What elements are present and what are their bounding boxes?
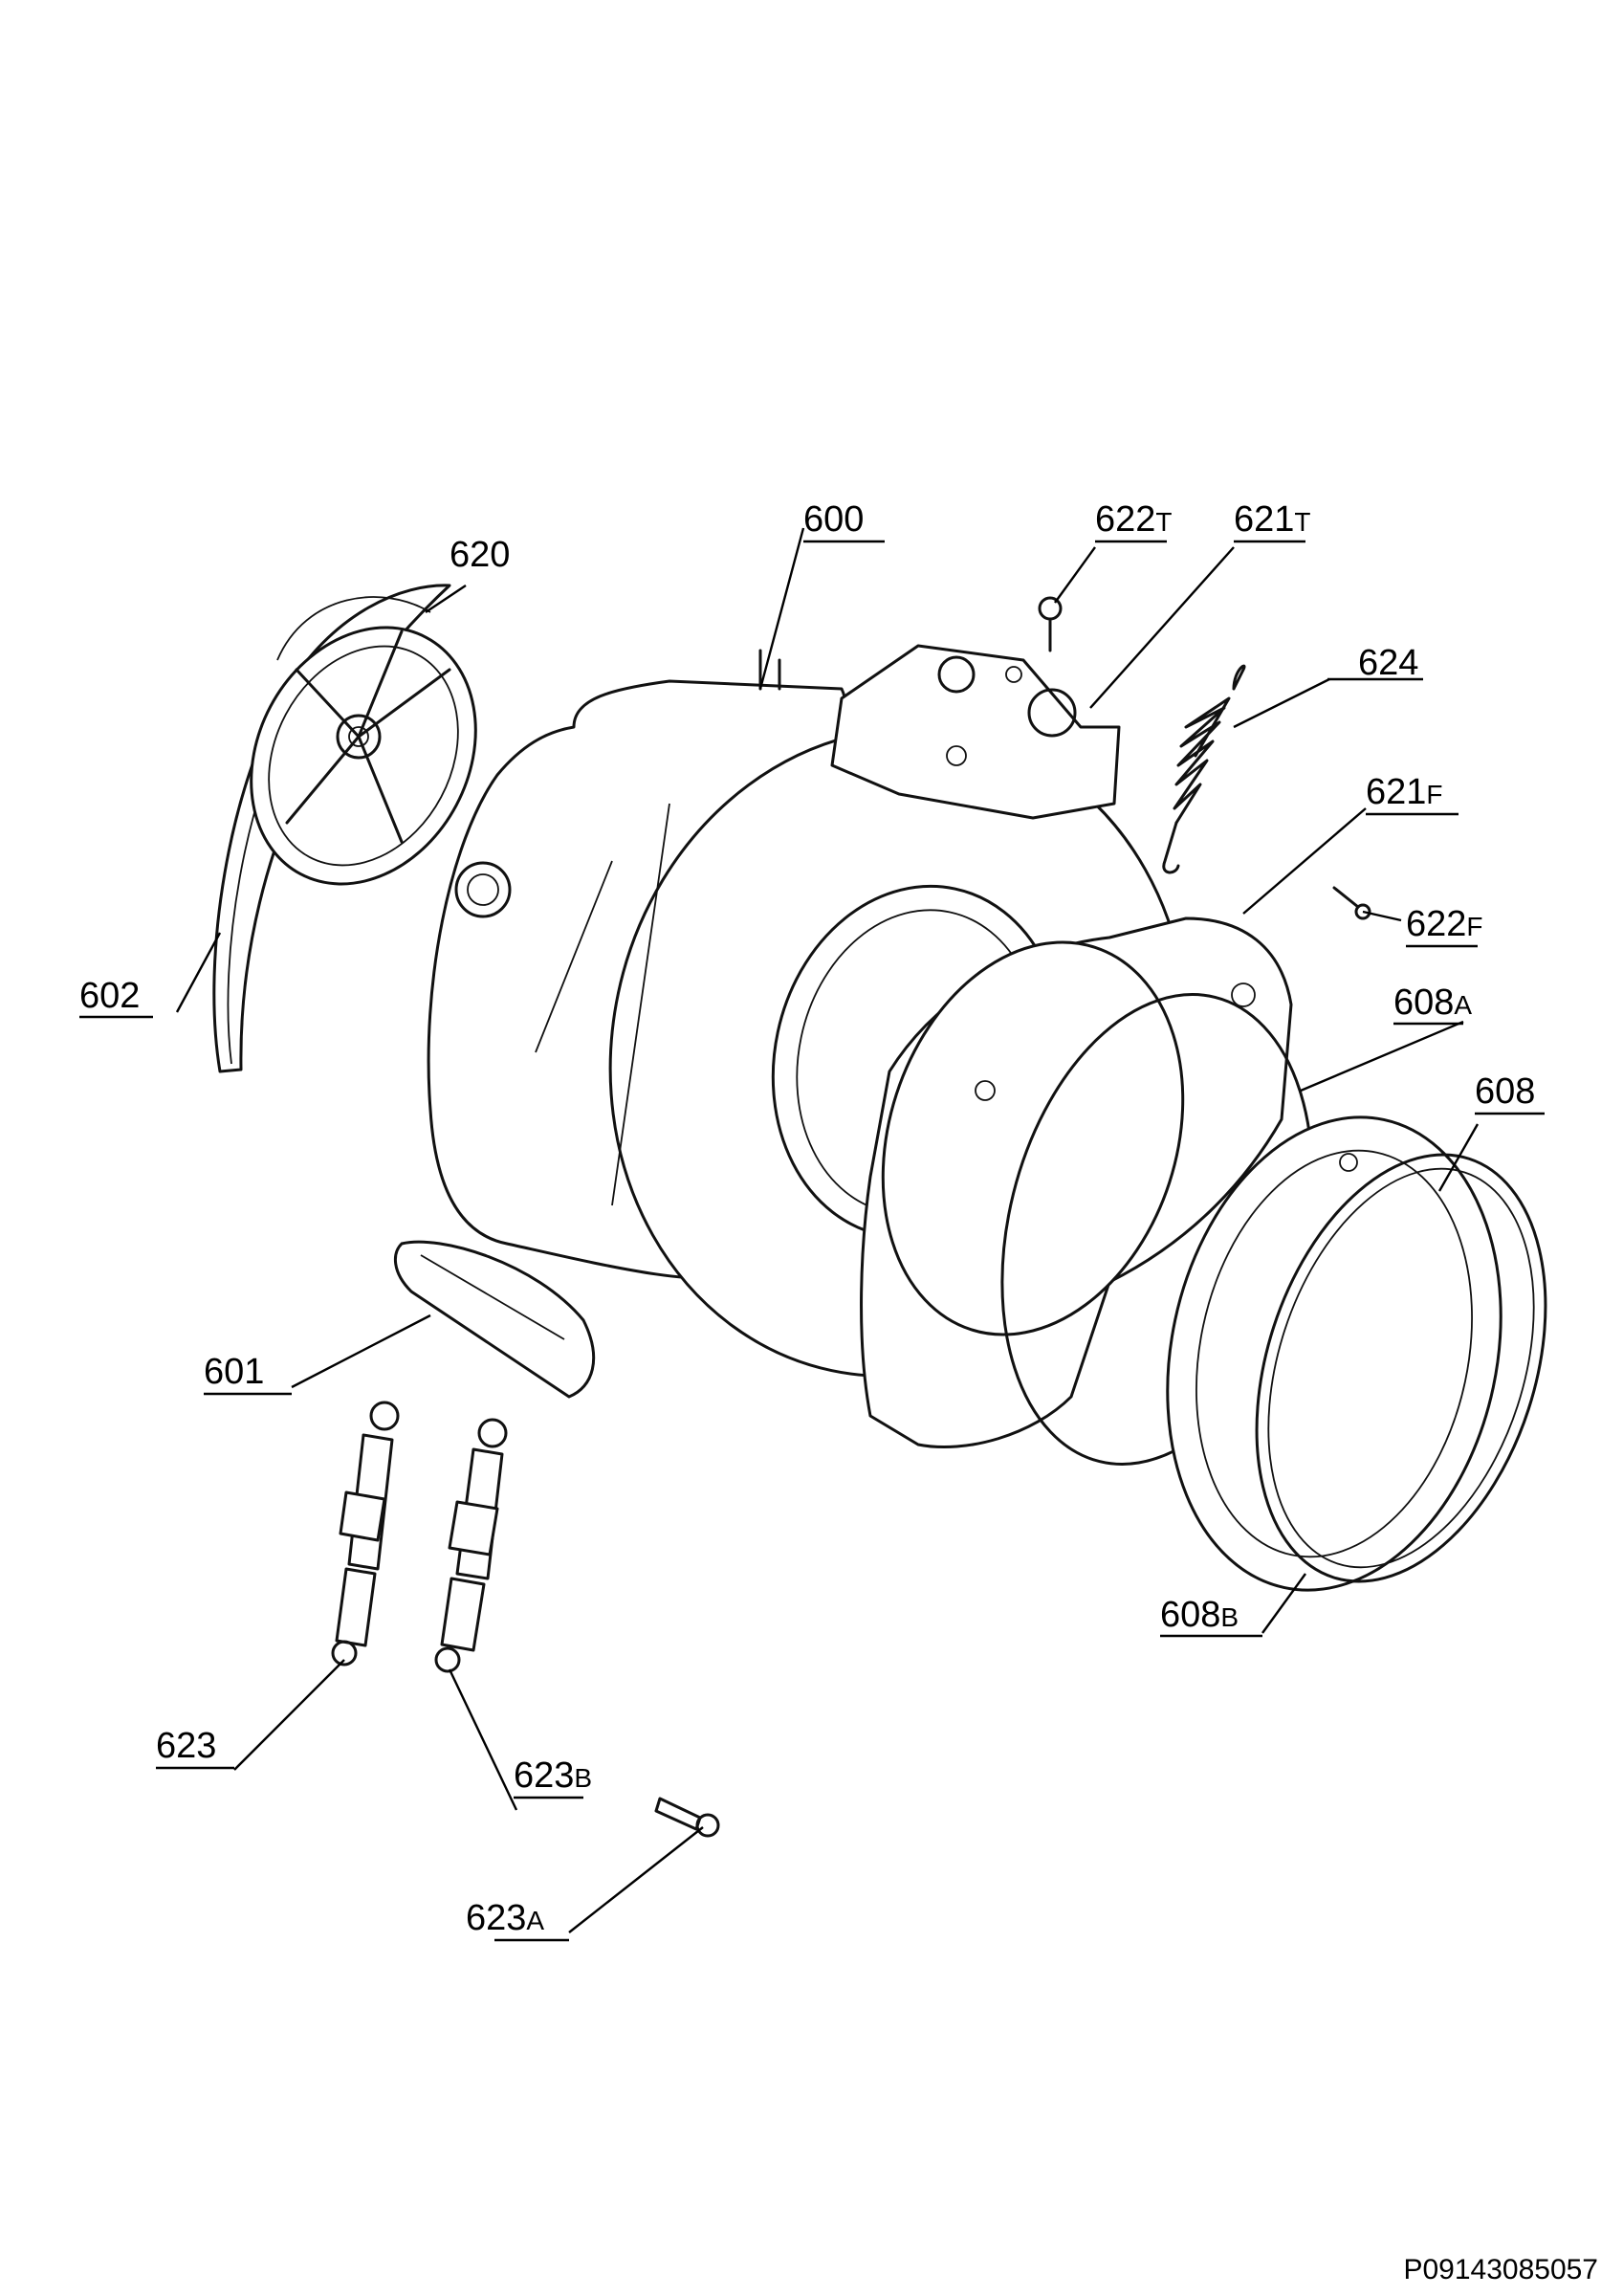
- screw-622f: [1332, 886, 1371, 920]
- label-suffix: F: [1466, 912, 1482, 941]
- reference-code: P09143085057: [1403, 2254, 1598, 2285]
- label-number: 600: [803, 499, 864, 540]
- label-number: 621: [1234, 499, 1294, 540]
- shock-absorber-623: [331, 1401, 400, 1667]
- tub-cover-601: [393, 1240, 596, 1399]
- label-number: 623: [156, 1726, 216, 1766]
- label-number: 602: [79, 976, 140, 1016]
- part-label-620: 620: [450, 535, 510, 575]
- pulley-620: [250, 596, 477, 886]
- door-seal-608: [1166, 1115, 1502, 1592]
- part-label-624: 624: [1327, 643, 1423, 683]
- label-number: 601: [204, 1352, 264, 1392]
- svg-text:624: 624: [1358, 643, 1418, 683]
- svg-text:600: 600: [803, 499, 864, 540]
- label-number: 622: [1406, 904, 1466, 944]
- part-label-622t: 622T: [1095, 499, 1173, 543]
- part-label-601: 601: [204, 1352, 292, 1396]
- counterweight-top-621t: [830, 644, 1121, 820]
- part-label-621t: 621T: [1234, 499, 1311, 543]
- part-label-621f: 621F: [1366, 772, 1459, 816]
- label-number: 608: [1160, 1595, 1220, 1635]
- label-number: 623: [514, 1755, 574, 1796]
- part-label-623a: 623A: [466, 1898, 569, 1942]
- svg-text:623A: 623A: [466, 1898, 544, 1938]
- svg-text:621F: 621F: [1366, 772, 1443, 812]
- svg-text:602: 602: [79, 976, 140, 1016]
- label-number: 620: [450, 535, 510, 575]
- part-label-600: 600: [803, 499, 885, 543]
- clamp-ring-608b: [1255, 1153, 1547, 1583]
- svg-text:608: 608: [1475, 1071, 1535, 1112]
- part-label-608: 608: [1475, 1071, 1545, 1115]
- spring-624: [1162, 664, 1246, 874]
- label-number: 608: [1393, 982, 1454, 1023]
- svg-text:622F: 622F: [1406, 904, 1483, 944]
- pin-623a: [654, 1797, 720, 1838]
- label-number: 622: [1095, 499, 1155, 540]
- label-suffix: A: [526, 1906, 544, 1935]
- svg-text:621T: 621T: [1234, 499, 1311, 540]
- label-number: 623: [466, 1898, 526, 1938]
- svg-text:623: 623: [156, 1726, 216, 1766]
- svg-text:622T: 622T: [1095, 499, 1173, 540]
- leader-lines: [175, 527, 1480, 1933]
- shock-absorber-623b: [434, 1418, 508, 1673]
- label-suffix: B: [1220, 1602, 1239, 1632]
- label-number: 621: [1366, 772, 1426, 812]
- part-label-623: 623: [156, 1726, 234, 1770]
- svg-text:608A: 608A: [1393, 982, 1472, 1023]
- part-label-602: 602: [79, 976, 153, 1019]
- label-suffix: B: [574, 1763, 592, 1793]
- label-suffix: A: [1454, 990, 1472, 1020]
- part-label-608a: 608A: [1393, 982, 1472, 1026]
- svg-text:608B: 608B: [1160, 1595, 1239, 1635]
- label-number: 608: [1475, 1071, 1535, 1112]
- svg-text:623B: 623B: [514, 1755, 592, 1796]
- label-suffix: T: [1155, 507, 1172, 537]
- svg-text:601: 601: [204, 1352, 264, 1392]
- screw-622t: [1038, 596, 1063, 652]
- label-suffix: T: [1294, 507, 1310, 537]
- part-label-608b: 608B: [1160, 1595, 1262, 1638]
- label-suffix: F: [1426, 780, 1442, 809]
- part-label-623b: 623B: [514, 1755, 592, 1799]
- part-label-622f: 622F: [1406, 904, 1483, 948]
- svg-text:620: 620: [450, 535, 510, 575]
- label-number: 624: [1358, 643, 1418, 683]
